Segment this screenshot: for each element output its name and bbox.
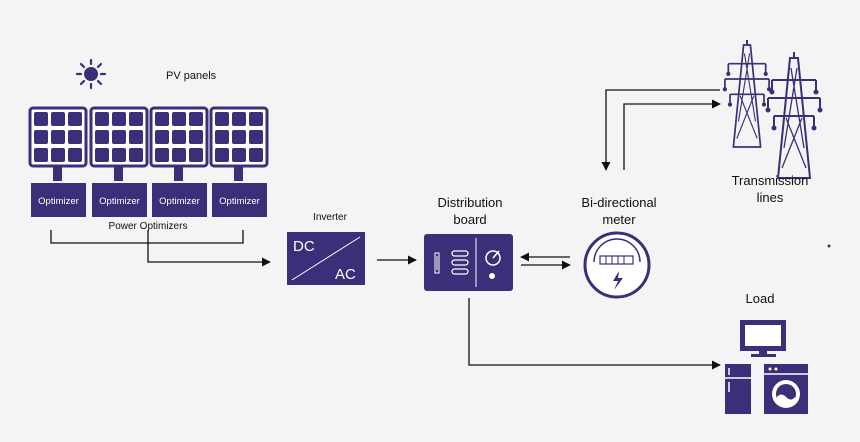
distribution-board-icon <box>424 234 513 291</box>
monitor-icon <box>740 320 786 357</box>
inverter-box: DC AC <box>287 232 365 285</box>
load-label: Load <box>746 291 775 306</box>
board-to-load-arrow <box>468 298 721 370</box>
optimizer-box <box>212 183 267 217</box>
solar-panel-icon <box>209 106 269 168</box>
optimizer-label: Optimizer <box>159 196 200 207</box>
transmission-label-line2: lines <box>757 190 784 205</box>
optimizer-label: Optimizer <box>99 196 140 207</box>
panel-connector <box>114 167 123 181</box>
optimizer-label: Optimizer <box>38 196 79 207</box>
distribution-board-label-line2: board <box>453 212 486 227</box>
panel-connector <box>234 167 243 181</box>
grid-to-meter-arrow <box>601 89 720 171</box>
distribution-board-label-line1: Distribution <box>437 195 502 210</box>
transmission-tower-icon <box>721 44 773 148</box>
inverter-label: Inverter <box>313 212 348 223</box>
meter-to-grid-arrow <box>623 99 721 170</box>
fridge-icon <box>725 364 751 414</box>
decorative-dot <box>827 244 831 248</box>
optimizer-box <box>152 183 207 217</box>
solar-panel-icon <box>89 106 149 168</box>
inverter-dc-label: DC <box>293 238 315 255</box>
panel-connector <box>53 167 62 181</box>
transmission-label-line1: Transmission <box>732 173 809 188</box>
meter-label-line1: Bi-directional <box>581 195 656 210</box>
panel-connector <box>174 167 183 181</box>
solar-panel-icon <box>149 106 209 168</box>
inverter-ac-label: AC <box>335 266 356 283</box>
power-optimizers-label: Power Optimizers <box>109 221 188 232</box>
sun-icon <box>75 58 107 90</box>
meter-label-line2: meter <box>602 212 636 227</box>
washing-machine-icon <box>764 364 808 414</box>
meter-icon <box>583 231 651 299</box>
optimizer-label: Optimizer <box>219 196 260 207</box>
optimizer-box <box>31 183 86 217</box>
transmission-tower-icon <box>764 57 824 179</box>
solar-panel-icon <box>28 106 88 168</box>
optimizer-box <box>92 183 147 217</box>
optimizer-bus-wire <box>50 230 271 267</box>
pv-panels-label: PV panels <box>166 70 217 82</box>
